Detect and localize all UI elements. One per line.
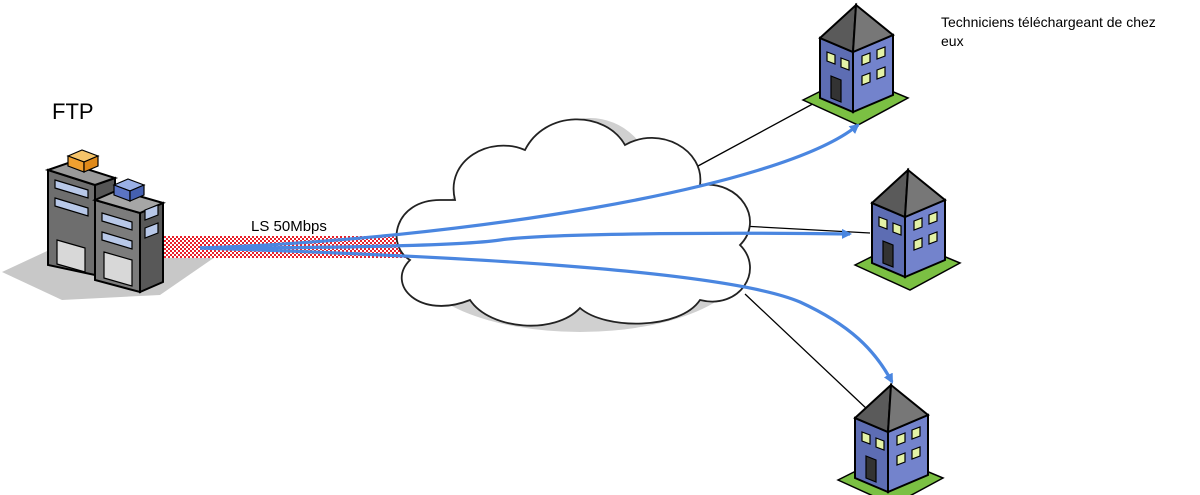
office-building-icon	[44, 149, 166, 294]
technicians-label: Techniciens téléchargeant de chez eux	[941, 14, 1156, 49]
link-speed-label: LS 50Mbps	[251, 218, 327, 235]
house-icon	[854, 169, 961, 291]
flow-arrow-3	[199, 246, 894, 384]
house-icon	[802, 4, 909, 126]
house-icon	[837, 384, 944, 495]
flow-arrow-2	[199, 228, 852, 250]
ftp-server-label: FTP	[52, 99, 94, 124]
link-house-1	[697, 99, 821, 167]
link-house-3	[744, 293, 869, 411]
download-flows	[199, 123, 894, 384]
cloud-icon	[395, 118, 751, 327]
flow-arrow-1	[199, 123, 860, 250]
